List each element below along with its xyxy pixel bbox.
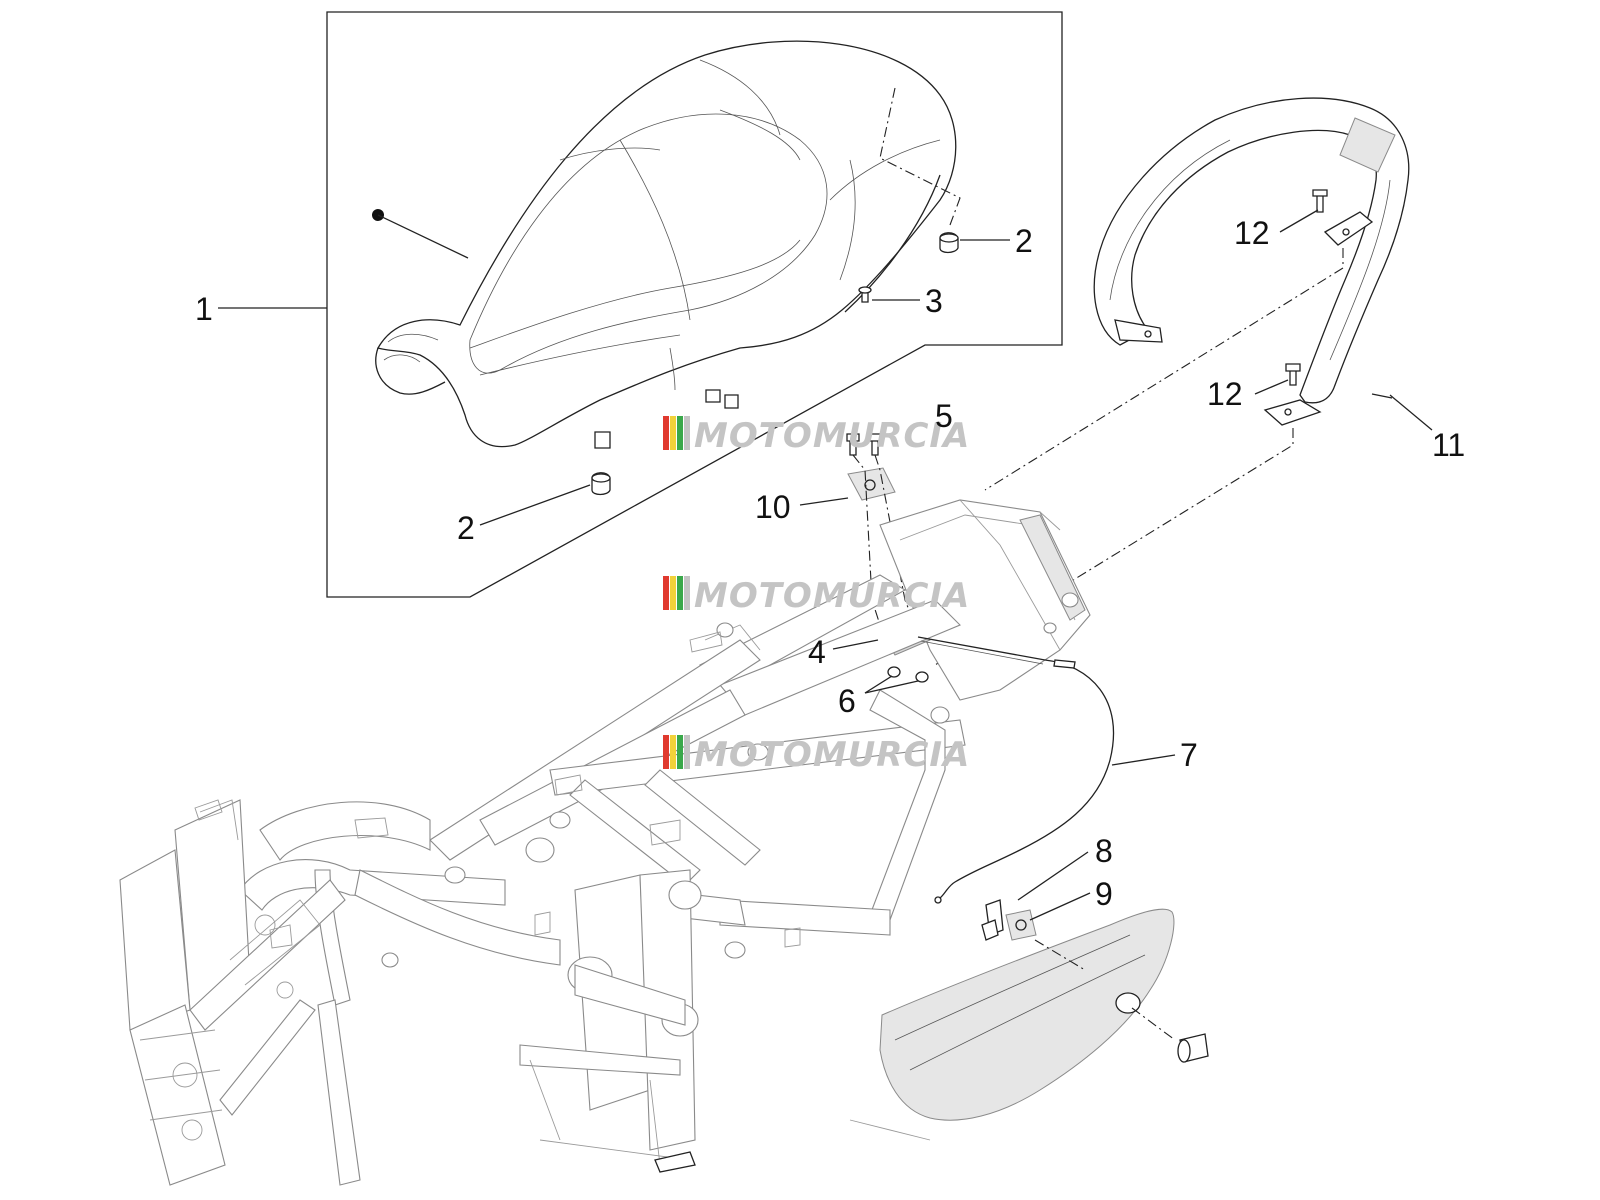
screw-12-upper	[1312, 189, 1328, 213]
callout-2-left: 2	[457, 510, 475, 546]
callout-10: 10	[755, 489, 791, 525]
rubber-bush-left	[591, 472, 611, 496]
callout-9: 9	[1095, 876, 1113, 912]
watermark-bottom: MOTOMURCIA	[663, 735, 970, 775]
seat-release-cable	[917, 636, 1115, 904]
watermark-text: MOTOMURCIA	[694, 416, 970, 456]
rubber-bush-right	[939, 232, 959, 254]
watermark-text: MOTOMURCIA	[694, 576, 970, 616]
callout-8: 8	[1095, 833, 1113, 869]
callout-11: 11	[1432, 427, 1465, 463]
leader-lines	[218, 209, 1433, 921]
watermark-middle: MOTOMURCIA	[663, 576, 970, 616]
clip-8	[981, 899, 1004, 941]
seat-kit-box	[326, 11, 1063, 598]
callout-3: 3	[925, 283, 943, 319]
callout-12-lower: 12	[1207, 376, 1243, 412]
side-cover-knob	[1177, 1033, 1209, 1063]
callout-1: 1	[195, 291, 213, 327]
watermark-top: MOTOMURCIA	[663, 416, 970, 456]
callout-2-right: 2	[1015, 223, 1033, 259]
watermark-text: MOTOMURCIA	[694, 735, 970, 775]
grab-rail	[1093, 97, 1410, 426]
side-cover	[849, 908, 1175, 1141]
callout-4: 4	[808, 634, 826, 670]
screw-3	[858, 286, 872, 303]
plate-10	[847, 467, 896, 501]
callout-12-upper: 12	[1234, 215, 1270, 251]
seat	[375, 40, 961, 449]
screw-12-lower	[1285, 363, 1301, 386]
callout-5: 5	[935, 398, 953, 434]
callout-6: 6	[838, 683, 856, 719]
frame	[119, 499, 1091, 1186]
bracket-9	[1005, 909, 1037, 941]
callout-7: 7	[1180, 737, 1198, 773]
screws-5	[846, 433, 882, 456]
